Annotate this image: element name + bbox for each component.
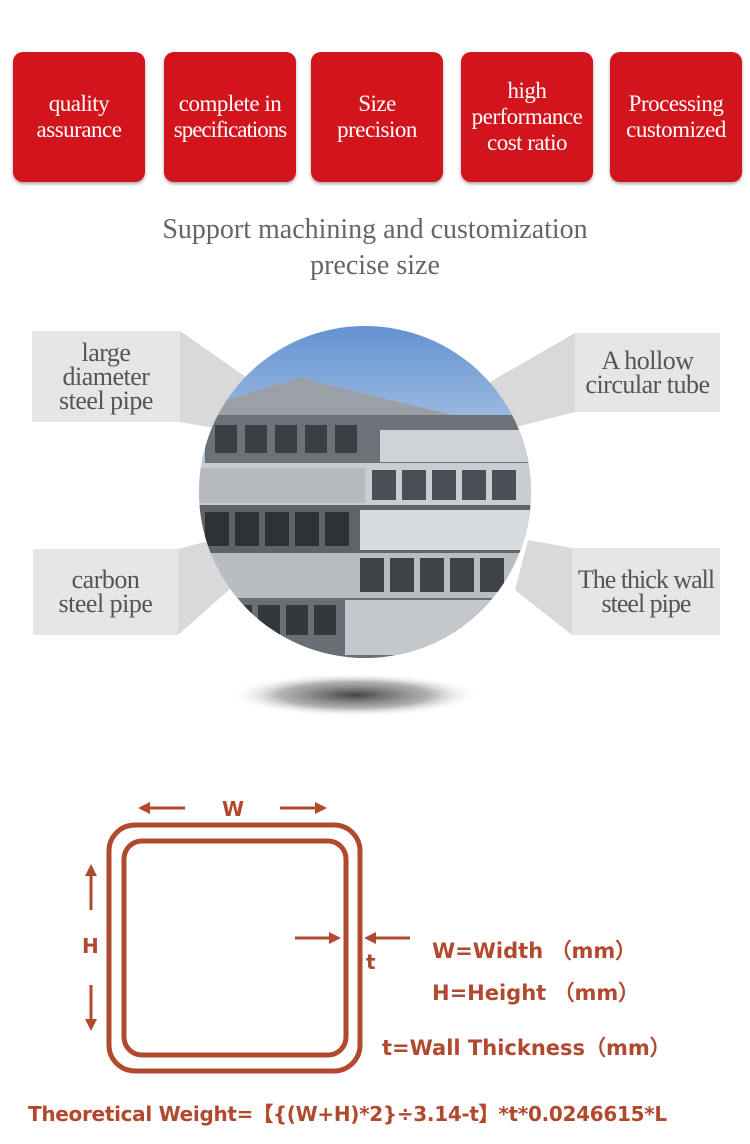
badge-line: Size <box>358 91 396 116</box>
label-line: carbon <box>71 565 140 594</box>
theoretical-weight-formula: Theoretical Weight=【{(W+H)*2}÷3.14-t】*t*… <box>28 1102 667 1126</box>
cross-section-diagram <box>85 802 410 1074</box>
width-arrows <box>138 802 327 814</box>
height-symbol: H <box>82 934 99 958</box>
badge-line: customized <box>626 117 726 142</box>
badge-line: complete in <box>178 91 282 116</box>
label-thick-wall-steel-pipe: The thick wall steel pipe <box>572 548 720 635</box>
label-hollow-circular-tube: A hollow circular tube <box>575 333 720 412</box>
outer-wall <box>106 822 363 1074</box>
steel-pipe-photo <box>199 326 531 658</box>
label-line: steel pipe <box>59 385 153 415</box>
label-line: diameter <box>62 361 150 391</box>
legend-height: H=Height （mm） <box>432 981 640 1005</box>
width-symbol: W <box>222 797 245 821</box>
badge-line: specifications <box>173 117 287 142</box>
badge-line: high <box>507 78 547 103</box>
badge-line: precision <box>337 117 417 142</box>
badge-line: Processing <box>628 91 724 116</box>
subtitle-line-2: precise size <box>310 250 440 281</box>
badge-line: performance <box>471 104 583 129</box>
label-line: steel pipe <box>601 588 692 618</box>
legend-width: W=Width （mm） <box>432 939 637 963</box>
connector-bottom-right <box>515 540 572 635</box>
height-arrows <box>85 864 97 1031</box>
photo-shadow <box>230 673 480 717</box>
label-line: large <box>81 337 131 367</box>
label-large-diameter-steel-pipe: large diameter steel pipe <box>32 331 180 422</box>
thickness-symbol: t <box>366 950 376 974</box>
legend-wall-thickness: t=Wall Thickness（mm） <box>382 1036 671 1060</box>
badge-line: assurance <box>36 117 122 142</box>
badge-line: quality <box>48 91 110 116</box>
connector-top-right <box>490 333 575 428</box>
label-line: A hollow <box>601 345 694 375</box>
subtitle-line-1: Support machining and customization <box>162 214 588 245</box>
product-illustration <box>178 326 575 717</box>
label-line: steel pipe <box>58 589 153 618</box>
inner-wall <box>121 838 349 1058</box>
label-carbon-steel-pipe: carbon steel pipe <box>33 549 178 635</box>
thickness-arrows <box>295 932 410 944</box>
badge-line: cost ratio <box>487 130 567 155</box>
label-line: The thick wall <box>577 564 715 594</box>
label-line: circular tube <box>585 369 710 399</box>
